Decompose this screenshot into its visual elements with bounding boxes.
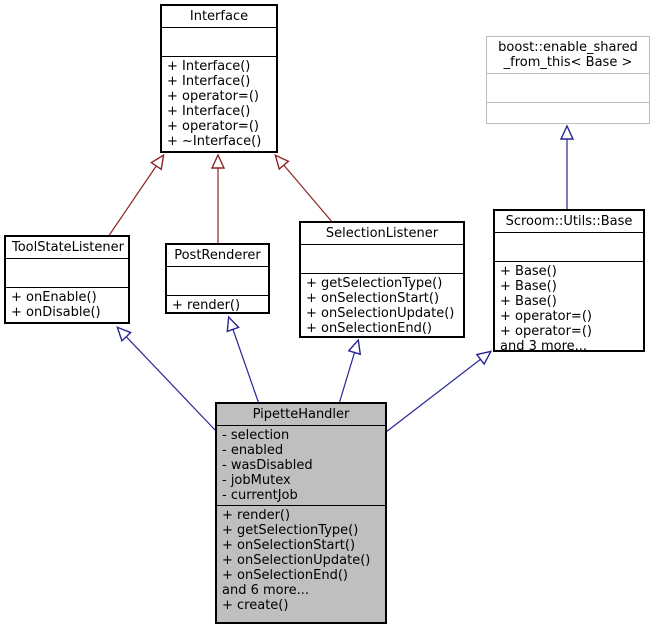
method-item: + operator=() (167, 119, 259, 134)
attributes-compartment (162, 28, 276, 56)
class-title: Scroom::Utils::Base (505, 214, 633, 229)
attributes-compartment (495, 233, 643, 261)
class-title: SelectionListener (325, 226, 439, 241)
method-item: + Interface() (167, 104, 251, 119)
method-item: + onSelectionEnd() (306, 321, 432, 336)
attribute-item: - currentJob (222, 488, 298, 503)
attributes-compartment (301, 245, 463, 273)
compartment-divider (6, 258, 128, 259)
compartment-divider (487, 73, 649, 74)
method-item: + Base() (500, 279, 557, 294)
edge-pipette-to-selectionlistener (338, 341, 358, 405)
class-title: Interface (189, 9, 249, 24)
methods-compartment: + onEnable() + onDisable() (6, 288, 128, 322)
attributes-compartment: - selection - enabled - wasDisabled - jo… (217, 426, 385, 505)
edge-toolstate-to-interface (107, 156, 163, 238)
methods-compartment: + Base() + Base() + Base() + operator=()… (495, 262, 643, 356)
method-item: + render() (172, 298, 241, 313)
class-title: boost::enable_shared _from_this< Base > (498, 40, 638, 70)
class-node-scroom-utils-base[interactable]: Scroom::Utils::Base + Base() + Base() + … (493, 209, 645, 354)
class-title: PipetteHandler (252, 407, 350, 422)
method-item: + onEnable() (11, 290, 97, 305)
methods-compartment: + render() (167, 296, 268, 315)
methods-compartment (487, 103, 649, 123)
attribute-item: - wasDisabled (222, 458, 313, 473)
class-node-selectionlistener[interactable]: SelectionListener + getSelectionType() +… (299, 221, 465, 338)
method-item: + operator=() (167, 89, 259, 104)
compartment-divider (495, 261, 643, 262)
compartment-divider (167, 295, 268, 296)
edge-pipette-to-postrenderer (229, 318, 260, 405)
method-item: + onSelectionUpdate() (306, 306, 455, 321)
attribute-item: - jobMutex (222, 473, 291, 488)
method-item: + onSelectionStart() (306, 291, 440, 306)
method-item: + onSelectionUpdate() (222, 553, 371, 568)
method-item: + Interface() (167, 59, 251, 74)
attributes-compartment (6, 259, 128, 287)
method-item: + getSelectionType() (222, 523, 359, 538)
compartment-divider (217, 425, 385, 426)
class-node-interface[interactable]: Interface + Interface() + Interface() + … (160, 4, 278, 153)
methods-compartment: + Interface() + Interface() + operator=(… (162, 57, 276, 151)
compartment-divider (162, 56, 276, 57)
compartment-divider (162, 27, 276, 28)
attribute-item: - selection (222, 428, 290, 443)
edge-pipette-to-toolstate (118, 328, 217, 432)
method-item: + Base() (500, 264, 557, 279)
method-item: + onSelectionEnd() (222, 568, 348, 583)
compartment-divider (301, 244, 463, 245)
class-node-boost-enable-shared-from-this[interactable]: boost::enable_shared _from_this< Base > (486, 36, 650, 124)
compartment-divider (167, 266, 268, 267)
class-title: ToolStateListener (12, 240, 124, 255)
compartment-divider (217, 505, 385, 506)
method-item: + operator=() (500, 324, 592, 339)
compartment-divider (301, 273, 463, 274)
attributes-compartment (167, 267, 268, 295)
method-item: + render() (222, 508, 291, 523)
edge-selectionlistener-to-interface (276, 156, 334, 224)
method-item: + onDisable() (11, 305, 101, 320)
class-node-pipettehandler[interactable]: PipetteHandler - selection - enabled - w… (215, 402, 387, 624)
class-node-postrenderer[interactable]: PostRenderer + render() (165, 243, 270, 314)
method-item-more: and 6 more... (222, 583, 310, 598)
methods-compartment: + getSelectionType() + onSelectionStart(… (301, 274, 463, 338)
class-title: PostRenderer (174, 248, 261, 263)
methods-compartment: + render() + getSelectionType() + onSele… (217, 506, 385, 622)
class-node-toolstatelistener[interactable]: ToolStateListener + onEnable() + onDisab… (4, 235, 130, 324)
method-item: + create() (222, 598, 289, 613)
method-item: + Interface() (167, 74, 251, 89)
compartment-divider (495, 232, 643, 233)
method-item-more: and 3 more... (500, 339, 588, 354)
compartment-divider (487, 102, 649, 103)
method-item: + getSelectionType() (306, 276, 443, 291)
compartment-divider (6, 287, 128, 288)
attribute-item: - enabled (222, 443, 284, 458)
method-item: + operator=() (500, 309, 592, 324)
edge-pipette-to-scroombase (385, 352, 490, 433)
method-item: + ~Interface() (167, 134, 262, 149)
method-item: + onSelectionStart() (222, 538, 356, 553)
attributes-compartment (487, 74, 649, 102)
method-item: + Base() (500, 294, 557, 309)
